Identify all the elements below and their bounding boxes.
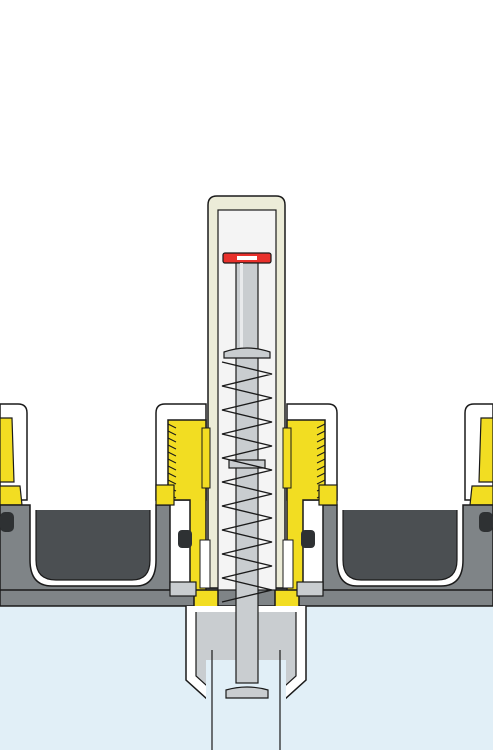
compression-spring xyxy=(221,361,273,603)
inner-seals xyxy=(199,427,294,589)
right-side-housing xyxy=(322,403,493,591)
shoulder-washers xyxy=(169,581,324,597)
red-indicator-disc xyxy=(222,252,272,264)
left-side-housing xyxy=(0,403,171,591)
valve-stem xyxy=(223,262,271,699)
